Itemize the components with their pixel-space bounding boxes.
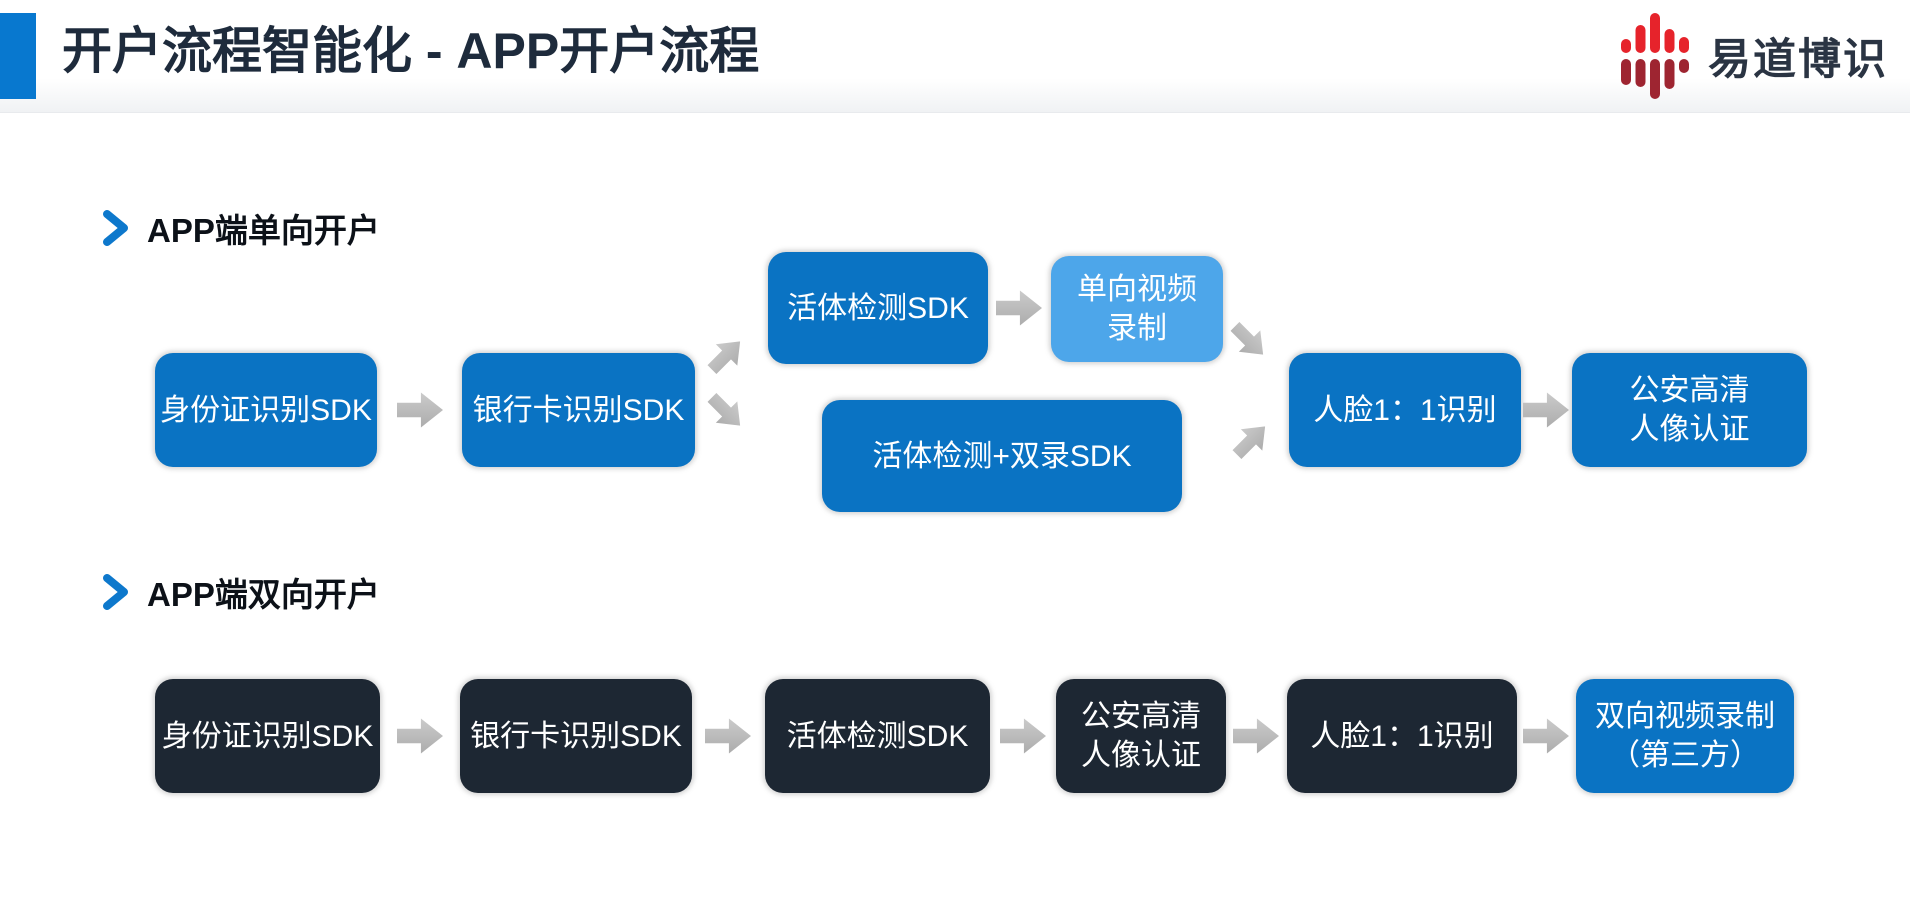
- flow2-node-face-1-1: 人脸1：1识别: [1287, 679, 1517, 793]
- section-two-way-label: APP端双向开户: [147, 576, 380, 613]
- flow1-node-one-way-video: 单向视频 录制: [1051, 256, 1223, 362]
- node-label: 公安高清 人像认证: [1081, 700, 1201, 772]
- node-label: 活体检测+双录SDK: [872, 439, 1132, 473]
- logo-text: 易道博识: [1708, 36, 1888, 84]
- node-label: 单向视频 录制: [1077, 273, 1197, 345]
- flow2-node-bankcard-sdk: 银行卡识别SDK: [460, 679, 692, 793]
- arrow-right-icon: [397, 392, 443, 428]
- brand-logo: 易道博识: [1620, 10, 1888, 102]
- flow1-node-liveness-dual-record-sdk: 活体检测+双录SDK: [822, 400, 1182, 512]
- flow1-node-police-portrait-auth: 公安高清 人像认证: [1572, 353, 1807, 467]
- flow1-node-idcard-sdk: 身份证识别SDK: [155, 353, 377, 467]
- arrow-right-icon: [397, 718, 443, 754]
- section-one-way-header: APP端单向开户: [103, 204, 380, 252]
- arrow-down-right-icon: [700, 386, 752, 438]
- chevron-right-icon: [103, 574, 128, 610]
- slide-header: 开户流程智能化 - APP开户流程 易道博识: [0, 0, 1910, 113]
- node-label: 银行卡识别SDK: [472, 393, 685, 427]
- node-label: 人脸1：1识别: [1310, 719, 1494, 753]
- chevron-right-icon: [103, 210, 128, 246]
- section-one-way-label: APP端单向开户: [147, 212, 380, 249]
- page-title: 开户流程智能化 - APP开户流程: [62, 23, 760, 79]
- flow2-node-police-portrait-auth: 公安高清 人像认证: [1056, 679, 1226, 793]
- logo-waveform-bars-icon: [1621, 13, 1689, 99]
- flow2-node-idcard-sdk: 身份证识别SDK: [155, 679, 380, 793]
- node-label: 活体检测SDK: [787, 291, 969, 325]
- arrow-up-right-icon: [700, 330, 752, 382]
- title-accent-bar: [0, 13, 36, 99]
- flow1-node-liveness-sdk: 活体检测SDK: [768, 252, 988, 364]
- arrow-right-icon: [1000, 718, 1046, 754]
- arrow-right-icon: [1233, 718, 1279, 754]
- node-label: 公安高清 人像认证: [1629, 374, 1750, 446]
- arrow-right-icon: [1523, 392, 1569, 428]
- node-label: 身份证识别SDK: [160, 393, 372, 427]
- node-label: 人脸1：1识别: [1313, 393, 1497, 427]
- node-label: 银行卡识别SDK: [470, 719, 682, 753]
- node-label: 双向视频录制 （第三方）: [1595, 700, 1775, 772]
- node-label: 身份证识别SDK: [161, 719, 374, 753]
- flow2-node-liveness-sdk: 活体检测SDK: [765, 679, 990, 793]
- arrow-down-right-icon: [1223, 315, 1275, 367]
- node-label: 活体检测SDK: [786, 719, 969, 753]
- flow1-node-face-1-1: 人脸1：1识别: [1289, 353, 1521, 467]
- arrow-right-icon: [705, 718, 751, 754]
- section-two-way-header: APP端双向开户: [103, 568, 380, 616]
- arrow-right-icon: [996, 290, 1042, 326]
- arrow-up-right-icon: [1225, 415, 1277, 467]
- flow2-node-two-way-video-third-party: 双向视频录制 （第三方）: [1576, 679, 1794, 793]
- arrow-right-icon: [1523, 718, 1569, 754]
- flow1-node-bankcard-sdk: 银行卡识别SDK: [462, 353, 695, 467]
